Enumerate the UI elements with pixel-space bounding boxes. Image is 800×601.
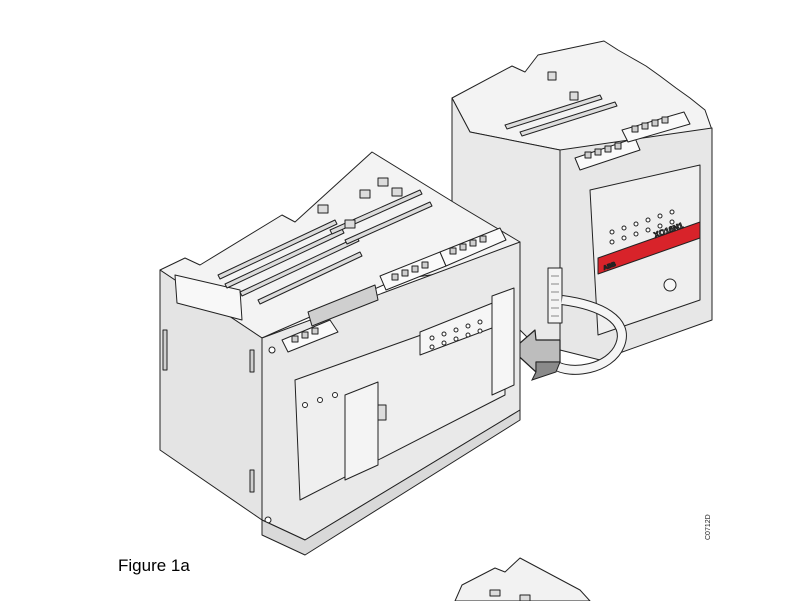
expansion-led-indicators <box>609 209 675 245</box>
main-terminal-screws <box>291 235 487 343</box>
main-vent-slots <box>217 177 433 305</box>
main-module <box>159 151 521 556</box>
expansion-brand-label: ABB <box>603 262 618 272</box>
expansion-round-port <box>663 278 677 292</box>
next-figure-preview <box>454 557 591 601</box>
expansion-vent-slots <box>504 71 618 137</box>
expansion-module: XO16N1 ABB <box>451 40 713 375</box>
main-side-slots <box>162 329 255 493</box>
main-cover-strip <box>307 284 379 327</box>
main-front-door <box>344 381 379 481</box>
expansion-terminal-screws <box>584 116 669 159</box>
expansion-side-connector <box>547 267 563 324</box>
figure-code: C0712D <box>705 514 712 540</box>
insertion-arrow <box>511 329 561 381</box>
figure-caption: Figure 1a <box>118 556 190 575</box>
main-din-clip <box>491 287 515 396</box>
main-door-latch <box>377 404 387 421</box>
expansion-connector-pins <box>551 275 559 317</box>
main-led-indicators <box>429 319 483 350</box>
main-small-holes <box>264 346 338 524</box>
expansion-label-strip <box>597 221 701 275</box>
